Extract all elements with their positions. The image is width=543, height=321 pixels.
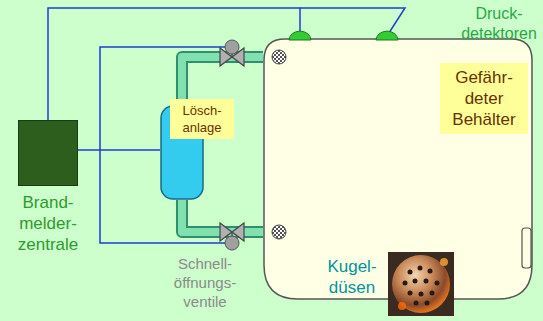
valve-actuator	[225, 236, 239, 250]
extinguisher-tank: Lösch- anlage	[160, 105, 204, 200]
detector-label: Druck- detektoren	[458, 4, 540, 44]
spray-nozzle	[272, 50, 286, 64]
nozzle-label: Kugel- düsen	[320, 256, 384, 298]
signal-wire	[100, 47, 225, 243]
pressure-detector	[289, 31, 311, 40]
signal-wire	[78, 150, 160, 151]
spray-nozzle	[272, 225, 286, 239]
pressure-detector	[376, 31, 398, 40]
node-label: Brand- melder- zentrale	[12, 192, 84, 255]
wire-line	[78, 149, 160, 151]
node-label: Lösch- anlage	[170, 99, 234, 139]
valve-actuator	[225, 40, 239, 54]
control-panel: Brand- melder- zentrale	[12, 120, 84, 260]
valve-label: Schnell- öffnungs- ventile	[158, 254, 252, 311]
nozzle-photo	[388, 252, 454, 316]
node-label: Gefähr- deter Behälter	[440, 63, 528, 134]
vessel-hatch	[522, 228, 531, 268]
control-panel-box	[18, 120, 78, 186]
